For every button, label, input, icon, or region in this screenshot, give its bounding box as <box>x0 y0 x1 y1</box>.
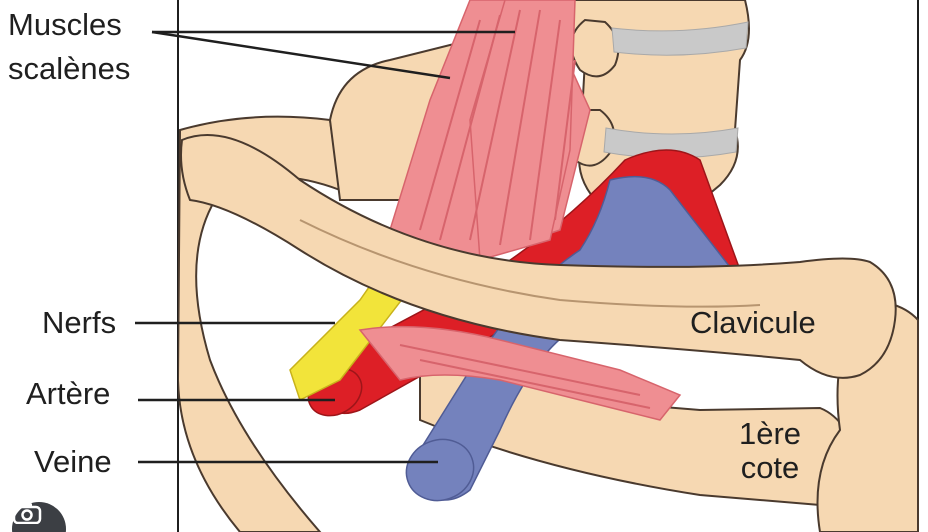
label-first-rib-line2: cote <box>740 450 800 485</box>
clavicle-shading <box>299 219 761 308</box>
scalene-lower-portion <box>358 325 682 421</box>
clavicle-bone <box>180 134 897 379</box>
scalene-muscles <box>389 0 591 271</box>
label-clavicle: Clavicule <box>690 305 816 340</box>
label-vein: Veine <box>34 444 112 479</box>
label-first-rib-line1: 1ère <box>738 416 802 451</box>
leader-lines <box>135 30 515 464</box>
label-nerves: Nerfs <box>42 305 117 340</box>
label-scalene-muscles-line2: scalènes <box>8 51 131 86</box>
intervertebral-disc-upper <box>611 21 749 56</box>
rib-arc <box>178 115 342 532</box>
label-scalene-muscles-line1: Muscles <box>8 7 122 42</box>
camera-lens-icon <box>12 503 42 524</box>
leader-line-scalene-2 <box>151 30 451 80</box>
label-artery: Artère <box>26 376 111 411</box>
vertebrae <box>558 0 750 212</box>
